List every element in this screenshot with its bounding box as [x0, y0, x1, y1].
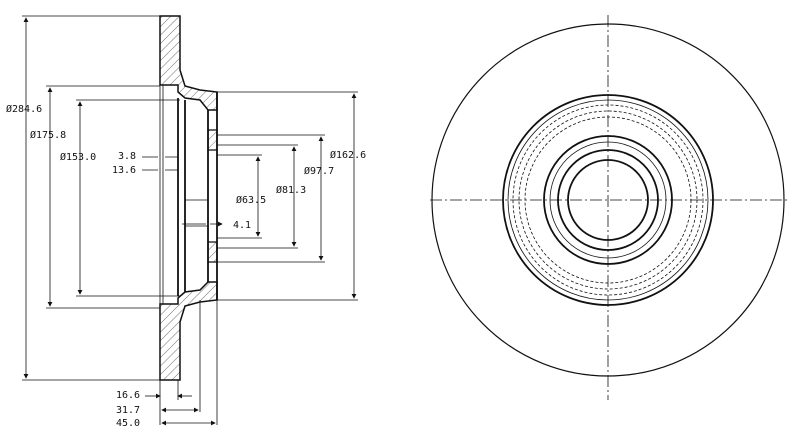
- label-thickness-4-1: 4.1: [233, 220, 251, 231]
- inner-lines: [185, 199, 208, 227]
- label-diameter-97-7: Ø97.7: [304, 165, 334, 177]
- disc-face-line: [159, 85, 164, 304]
- hat-wall: [177, 92, 218, 300]
- label-diameter-284-6: Ø284.6: [6, 103, 42, 115]
- front-view: [430, 15, 790, 400]
- ext-63: [217, 154, 262, 239]
- label-thickness-45-0: 45.0: [116, 418, 140, 429]
- ext-81: [217, 144, 298, 249]
- hidden-circle-2: [518, 110, 698, 290]
- ext-162: [217, 91, 358, 301]
- dim-line-small-left: [142, 156, 158, 171]
- label-diameter-162-6: Ø162.6: [330, 149, 366, 161]
- friction-ring-bottom: [159, 281, 218, 381]
- ext-97: [217, 134, 325, 263]
- bore-outer-circle: [557, 149, 659, 251]
- label-thickness-13-6: 13.6: [112, 165, 136, 176]
- label-diameter-153-0: Ø153.0: [60, 151, 96, 163]
- bore-circle: [567, 159, 649, 241]
- ext-153: [76, 99, 180, 297]
- hub-outer-circle: [543, 135, 673, 265]
- section-view: Ø284.6 Ø175.8 Ø153.0 3.8 13.6 Ø63.5 4.1 …: [6, 15, 366, 429]
- ext-175: [46, 85, 160, 309]
- ext-284: [22, 15, 160, 381]
- ext-bottom: [159, 300, 218, 425]
- hub-inner-circle: [549, 141, 667, 259]
- hat-ring-circle: [507, 99, 709, 301]
- label-diameter-175-8: Ø175.8: [30, 129, 66, 141]
- hat-outer-circle: [502, 94, 714, 306]
- hidden-circle-3: [524, 116, 692, 284]
- dim-line-small-right: [165, 156, 178, 171]
- outer-disc-circle: [431, 23, 785, 377]
- label-diameter-81-3: Ø81.3: [276, 184, 306, 196]
- label-thickness-16-6: 16.6: [116, 390, 140, 401]
- label-thickness-3-8: 3.8: [118, 151, 136, 162]
- hidden-circle-1: [512, 104, 704, 296]
- hub-section-bottom: [207, 241, 218, 263]
- friction-ring-top: [159, 15, 218, 111]
- label-diameter-63-5: Ø63.5: [236, 194, 266, 206]
- label-thickness-31-7: 31.7: [116, 405, 140, 416]
- hub-section-top: [207, 129, 218, 151]
